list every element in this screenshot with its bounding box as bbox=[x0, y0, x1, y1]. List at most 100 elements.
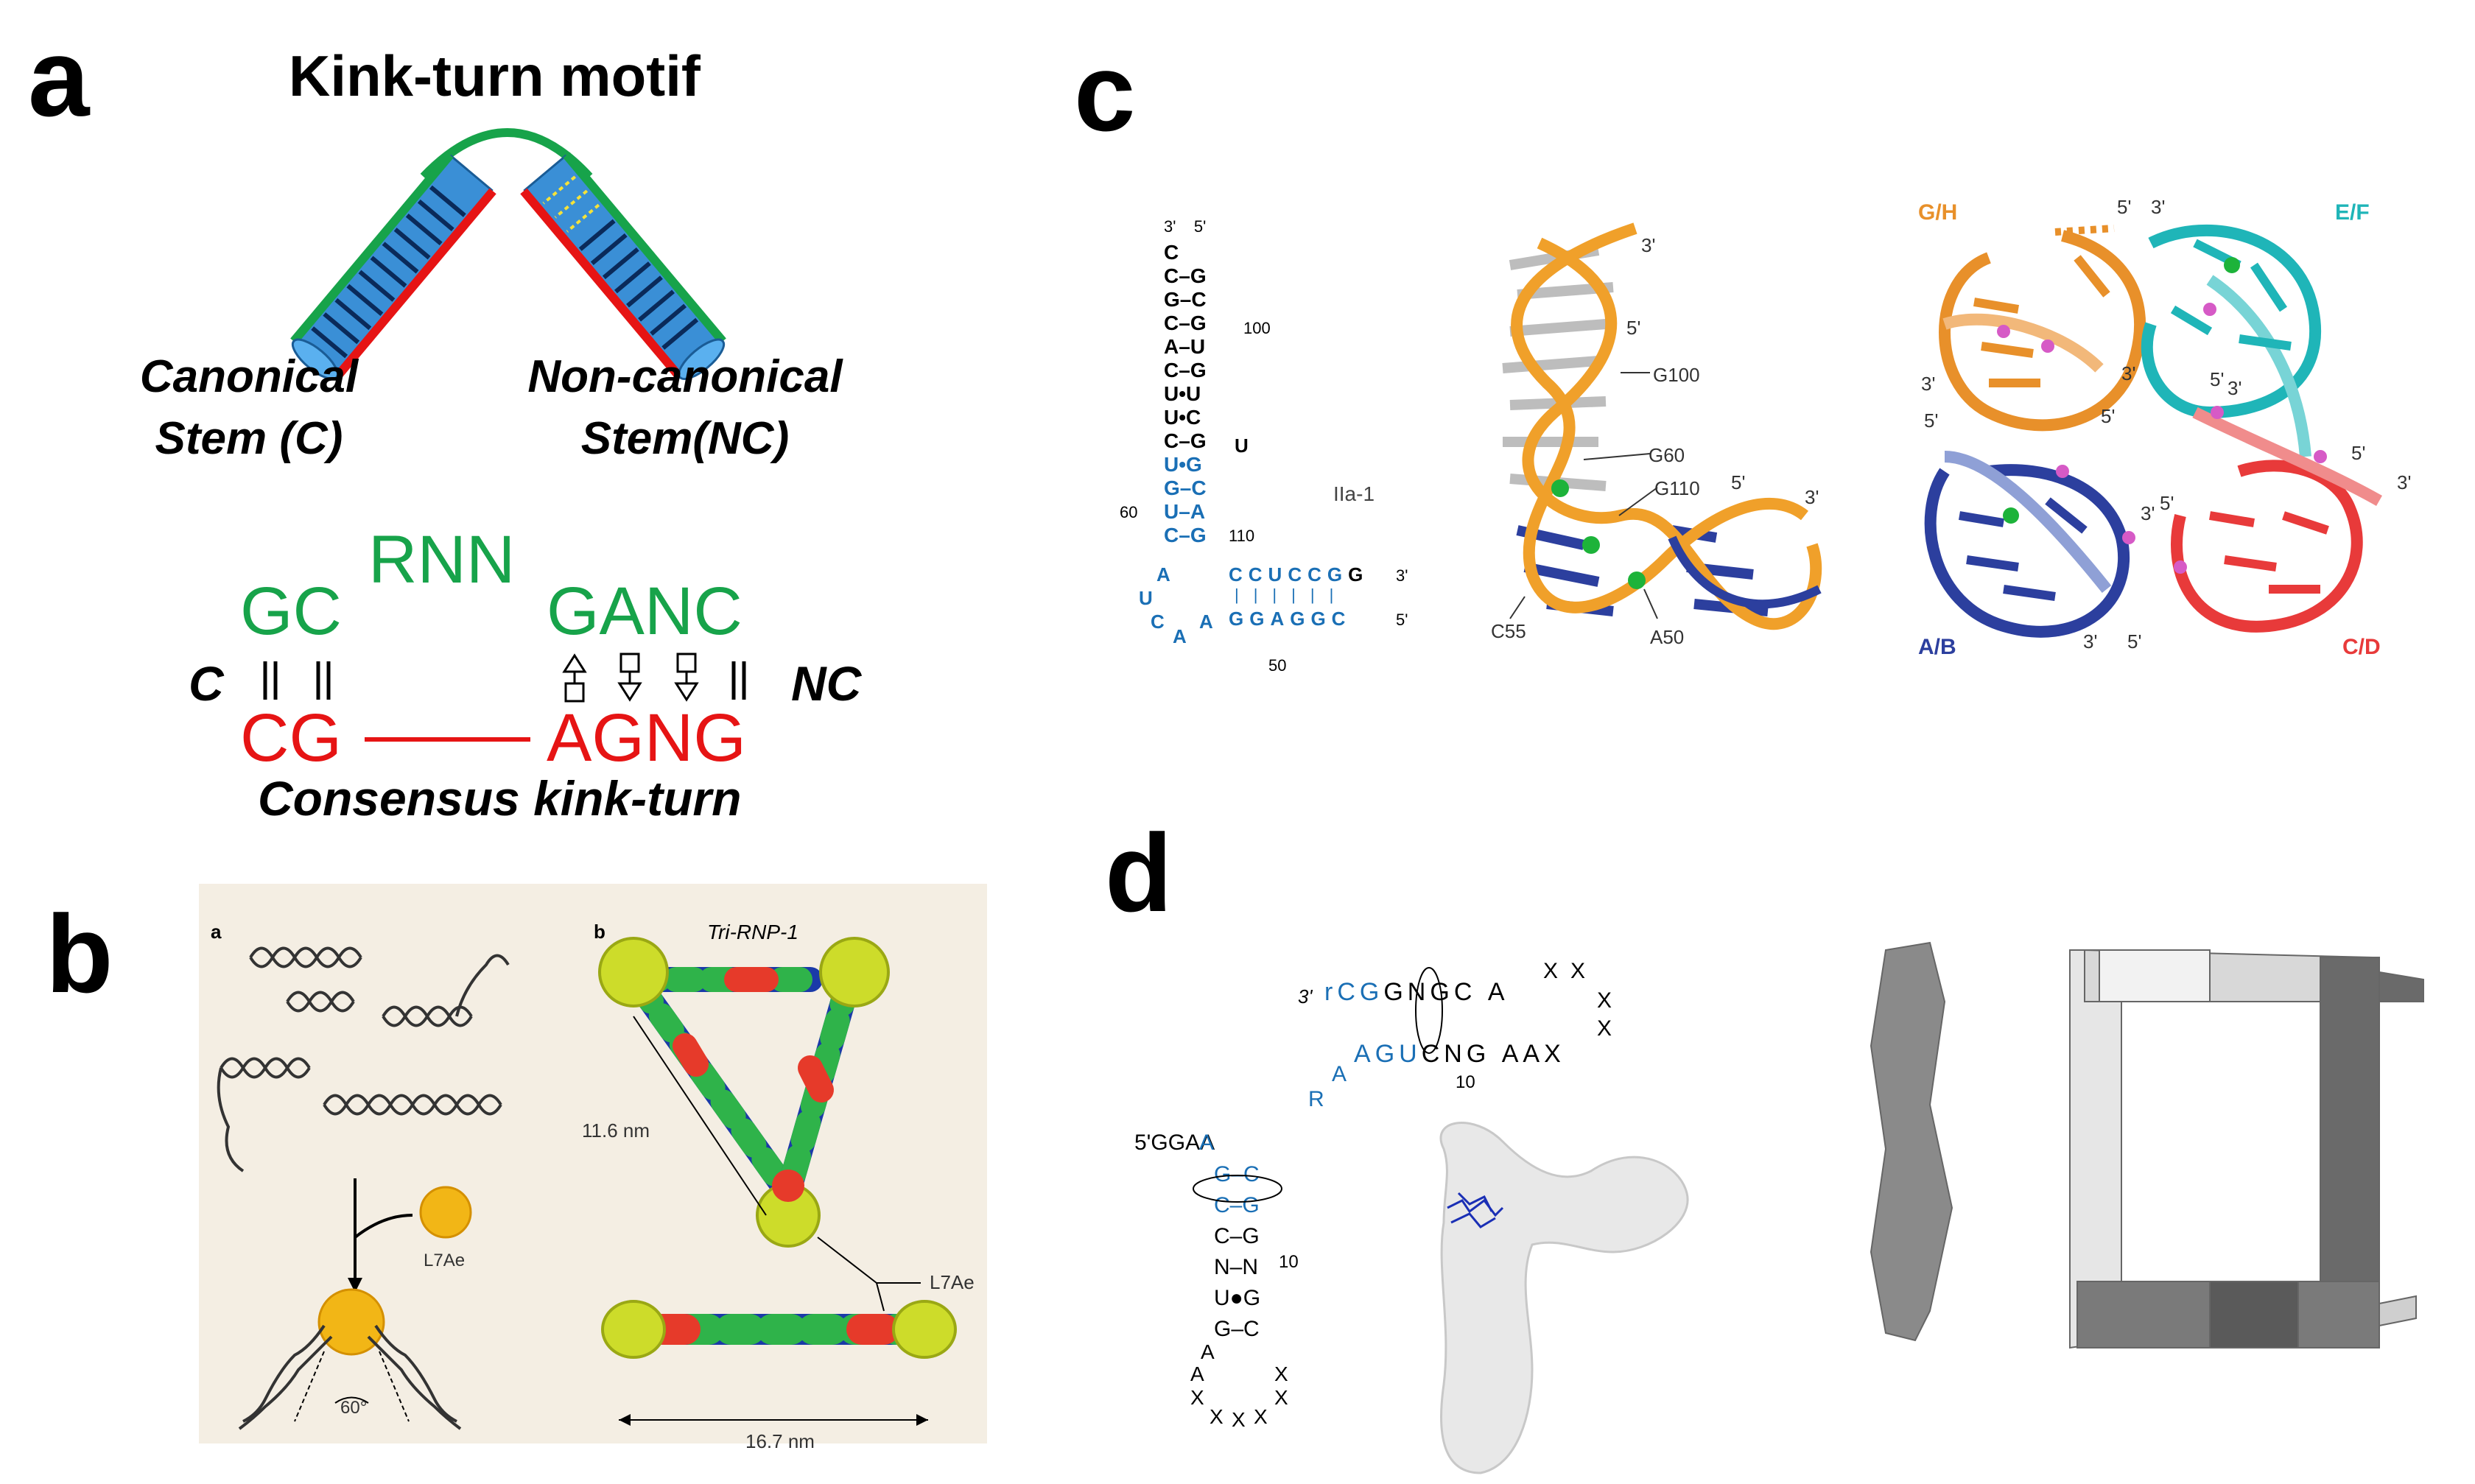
ring-label-ef: E/F bbox=[2335, 200, 2370, 225]
consensus-caption: Consensus kink-turn bbox=[258, 771, 742, 826]
bottom-right-seq: AGNG bbox=[547, 700, 746, 776]
d-r-label: R bbox=[1308, 1087, 1324, 1111]
d-num-10b: 10 bbox=[1279, 1252, 1299, 1272]
c-row: C bbox=[1164, 241, 1179, 264]
d-a-label: A bbox=[1332, 1062, 1347, 1086]
dimension-16-7: 16.7 nm bbox=[745, 1430, 815, 1452]
dimension-11-6: 11.6 nm bbox=[582, 1119, 650, 1142]
top-right-seq: GANC bbox=[547, 574, 742, 649]
d-loop-x3: X bbox=[1597, 988, 1612, 1013]
c-loop-u: U bbox=[1235, 435, 1249, 457]
d-five-prime: 5'GGAA bbox=[1134, 1130, 1215, 1155]
d-blue-a-left: A bbox=[1199, 1130, 1215, 1155]
sub-label-b: b bbox=[594, 921, 605, 943]
ring-end: 3' bbox=[2121, 362, 2136, 384]
c-end-5: 5' bbox=[1193, 217, 1207, 236]
d-num-10a: 10 bbox=[1456, 1072, 1475, 1092]
ring-end: 5' bbox=[2127, 630, 2142, 653]
d-stem-row: G–C bbox=[1214, 1317, 1260, 1341]
noncanonical-line1: Non-canonical bbox=[527, 351, 843, 402]
c-iia-label: IIa-1 bbox=[1333, 482, 1375, 505]
c-row: U•G bbox=[1164, 453, 1202, 476]
noncanonical-line2: Stem(NC) bbox=[580, 412, 790, 464]
panel-letter-d: d bbox=[1105, 811, 1173, 935]
protein-label-l7ae-left: L7Ae bbox=[424, 1251, 466, 1270]
c-strand-end3: 3' bbox=[1396, 566, 1408, 585]
ring-end: 5' bbox=[2351, 442, 2366, 464]
c-strand-end5: 5' bbox=[1396, 611, 1408, 629]
ring-end: 3' bbox=[2141, 502, 2155, 524]
tri-rnp-title: Tri-RNP-1 bbox=[707, 921, 798, 943]
noncanonical-stem-label: Non-canonical Stem(NC) bbox=[486, 346, 884, 469]
ring-end: 5' bbox=[2101, 405, 2116, 427]
canonical-line1: Canonical bbox=[139, 351, 359, 402]
side-c-label: C bbox=[189, 656, 224, 711]
c-ends-top: 3' 5' bbox=[1164, 217, 1206, 236]
s3d-g60: G60 bbox=[1649, 444, 1685, 466]
c-row: C–G bbox=[1164, 524, 1207, 546]
c-pair-ticks: |||||| bbox=[1235, 585, 1349, 604]
s3d-5prime-right: 5' bbox=[1731, 471, 1746, 493]
d-secondary-structure: 3' rCGGNGC A X X X X AGUCNG AAX 10 R A 5… bbox=[1134, 921, 1650, 1431]
ring-end: 5' bbox=[1924, 409, 1939, 432]
angle-label: 60° bbox=[340, 1398, 368, 1418]
ring-end: 3' bbox=[2397, 471, 2412, 493]
c-strand-top: CCUCCGG bbox=[1229, 563, 1369, 585]
c-stem-rows: C C–G G–C C–G A–U C–G U•U U•C C–G U•G G–… bbox=[1164, 241, 1207, 547]
d-stem-row: G–C bbox=[1214, 1162, 1260, 1186]
c-row: C–G bbox=[1164, 264, 1207, 287]
c-row: C–G bbox=[1164, 429, 1207, 452]
panel-letter-a: a bbox=[28, 15, 90, 139]
d-loop-x2: X bbox=[1570, 959, 1586, 983]
c-row: A–U bbox=[1164, 335, 1206, 358]
ring-end: 5' bbox=[2210, 368, 2225, 390]
d-stem-row: U●G bbox=[1214, 1286, 1261, 1310]
c-strand-bottom: GGAGGC bbox=[1229, 608, 1352, 630]
d-bottom-loop: A A X X X X X X bbox=[1190, 1340, 1288, 1431]
c-row: G–C bbox=[1164, 288, 1207, 311]
d-stem-row: C–G bbox=[1214, 1224, 1260, 1248]
bottom-left-pair: CG bbox=[240, 700, 342, 776]
s3d-a50: A50 bbox=[1650, 626, 1685, 648]
d-bottom-strand: AGUCNG AAX bbox=[1354, 1040, 1565, 1068]
s3d-c55: C55 bbox=[1491, 620, 1526, 642]
ring-label-cd: C/D bbox=[2342, 635, 2381, 659]
d-stem: G–C C–G C–G N–N U●G G–C bbox=[1214, 1159, 1260, 1345]
c-row: U•C bbox=[1164, 406, 1201, 429]
d-top-3prime: 3' bbox=[1298, 985, 1313, 1007]
canonical-stem-label: Canonical Stem (C) bbox=[109, 346, 389, 469]
ring-end: 3' bbox=[2228, 377, 2242, 399]
top-left-pair: GC bbox=[240, 574, 342, 649]
d-stem-row: N–N bbox=[1214, 1255, 1259, 1279]
ring-label-gh: G/H bbox=[1918, 200, 1958, 225]
s3d-g110: G110 bbox=[1654, 477, 1700, 499]
c-row: C–G bbox=[1164, 359, 1207, 381]
c-num-60: 60 bbox=[1120, 503, 1138, 521]
loop-rnn: RNN bbox=[368, 522, 516, 597]
ring-end: 3' bbox=[2151, 196, 2166, 218]
c-num-100: 100 bbox=[1243, 319, 1271, 337]
d-stem-row: C–G bbox=[1214, 1193, 1260, 1217]
d-loop-x1: X bbox=[1543, 959, 1559, 983]
ring-end: 3' bbox=[2083, 630, 2098, 653]
c-row: G–C bbox=[1164, 477, 1207, 499]
c-bulge: A U C A A bbox=[1139, 563, 1213, 647]
c-row: U–A bbox=[1164, 500, 1206, 523]
ring-label-ab: A/B bbox=[1918, 635, 1956, 659]
panel-letter-c: c bbox=[1074, 30, 1136, 154]
s3d-5prime-top: 5' bbox=[1626, 317, 1641, 339]
canonical-line2: Stem (C) bbox=[155, 412, 343, 464]
protein-label-l7ae-right: L7Ae bbox=[930, 1271, 975, 1293]
ring-end: 5' bbox=[2117, 196, 2132, 218]
c-row: U•U bbox=[1164, 382, 1201, 405]
ring-end: 3' bbox=[1921, 373, 1936, 395]
c-num-110: 110 bbox=[1229, 527, 1255, 545]
s3d-3prime-top: 3' bbox=[1641, 234, 1656, 256]
sub-label-a: a bbox=[211, 921, 222, 943]
